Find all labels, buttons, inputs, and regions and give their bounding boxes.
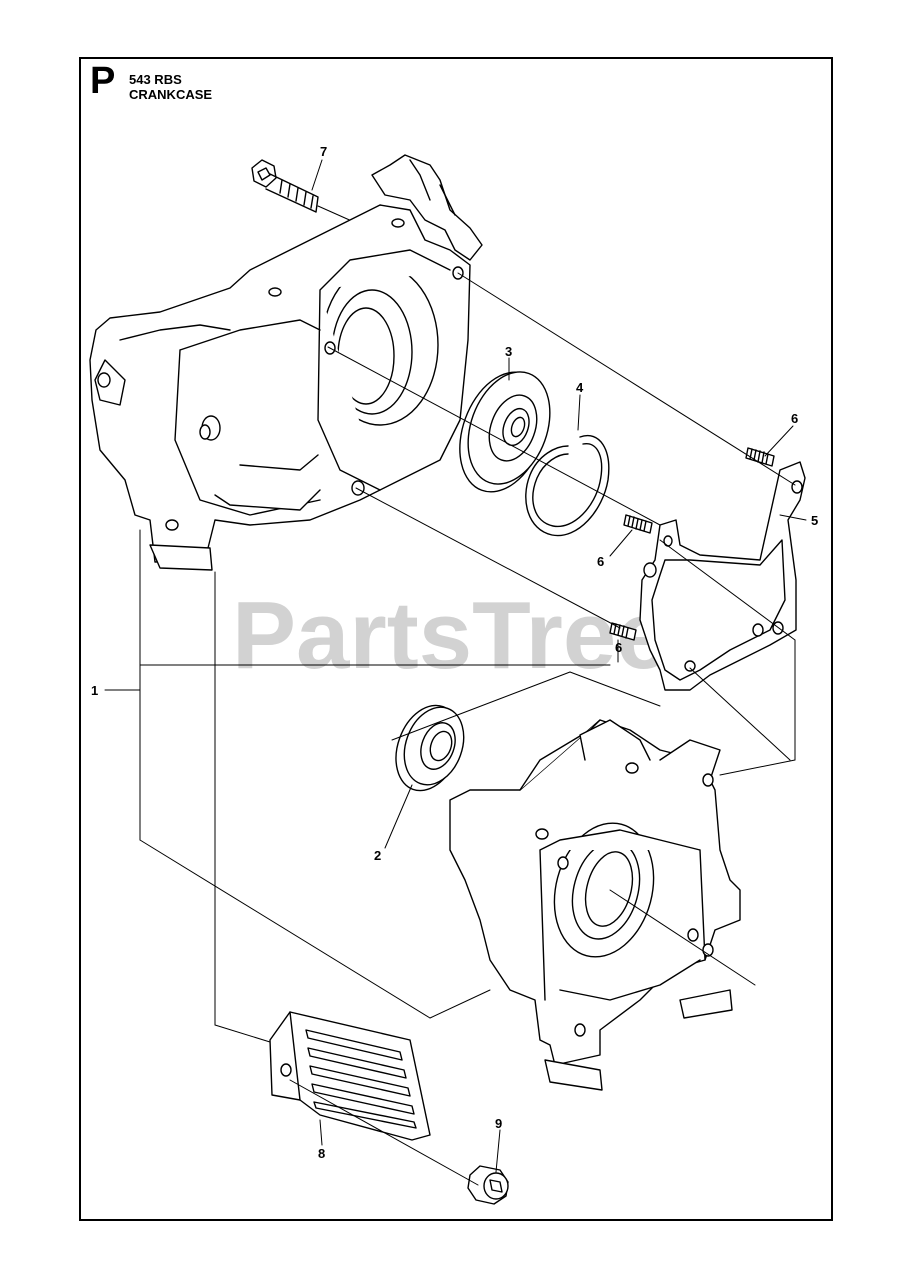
part-6-dowel-pins	[609, 447, 775, 641]
part-7-bolt	[251, 159, 373, 231]
part-8-plate	[269, 1011, 431, 1141]
part-5-gasket	[639, 461, 806, 691]
callout-5: 5	[811, 513, 818, 528]
diagram-title: CRANKCASE	[129, 87, 213, 102]
callout-leaders	[311, 159, 807, 1173]
callout-6-middle: 6	[597, 554, 604, 569]
part-4-circlip	[525, 434, 610, 537]
part-9-screw	[467, 1165, 509, 1205]
callout-numbers: 7 3 4 6 5 6 6 1 2 8 9	[91, 144, 818, 1161]
model-number: 543 RBS	[129, 72, 182, 87]
watermark-text: PartsTree	[232, 582, 670, 689]
callout-1: 1	[91, 683, 98, 698]
callout-4: 4	[576, 380, 584, 395]
callout-8: 8	[318, 1146, 325, 1161]
callout-3: 3	[505, 344, 512, 359]
watermark: PartsTree TM	[232, 582, 679, 689]
dowel-pin-lower	[609, 622, 637, 641]
callout-7: 7	[320, 144, 327, 159]
crankcase-half-lower	[449, 719, 741, 1091]
callout-6-upper: 6	[791, 411, 798, 426]
callout-2: 2	[374, 848, 381, 863]
assembly-lines	[104, 272, 796, 1186]
part-3-bearing	[459, 371, 551, 493]
section-letter: P	[90, 60, 116, 102]
callout-6-lower: 6	[615, 640, 622, 655]
crankcase-half-upper	[89, 154, 483, 571]
dowel-pin-middle	[623, 514, 653, 534]
callout-9: 9	[495, 1116, 502, 1131]
part-2-bearing	[395, 704, 465, 792]
